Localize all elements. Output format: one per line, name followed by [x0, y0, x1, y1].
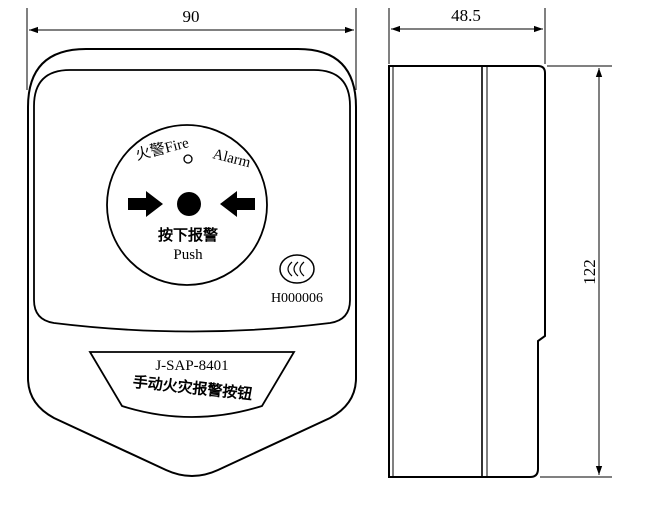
side-body-outline: [388, 65, 546, 478]
product-name: 手动火灾报警按钮: [132, 373, 253, 403]
push-button-circle: [106, 124, 268, 286]
housing-outline: [27, 48, 357, 477]
ccc-mark-icon: [279, 254, 315, 284]
left-arrow-icon: [128, 191, 163, 217]
model-number: J-SAP-8401: [155, 358, 228, 374]
side-height-label: 122: [580, 259, 599, 285]
front-view: [26, 8, 357, 477]
front-width-label: 90: [183, 7, 200, 26]
press-label-en: Push: [173, 247, 203, 263]
side-view: [388, 8, 612, 478]
ccc-mark-inner: [287, 261, 305, 277]
top-panel-outline: [33, 69, 351, 333]
indicator-led: [183, 154, 193, 164]
press-label-cn: 按下报警: [158, 226, 218, 244]
side-depth-label: 48.5: [451, 6, 481, 25]
center-dot-icon: [177, 192, 201, 216]
certificate-number: H000006: [271, 291, 323, 306]
label-plate-outline: [88, 351, 296, 418]
right-arrow-icon: [220, 191, 255, 217]
